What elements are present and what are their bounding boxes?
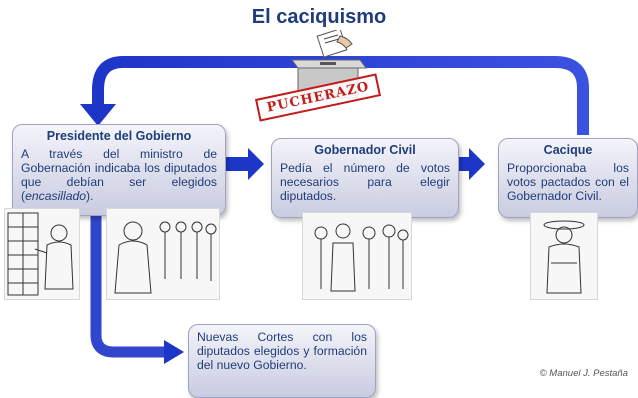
cacique-illustration xyxy=(530,212,598,300)
cacique-box: Cacique Proporcionaba los votos pactados… xyxy=(498,138,638,218)
governor-illustration xyxy=(302,212,412,300)
president-box: Presidente del Gobierno A través del min… xyxy=(12,124,226,216)
governor-heading: Gobernador Civil xyxy=(314,143,416,157)
loop-arrow-head xyxy=(80,104,116,126)
credit: © Manuel J. Pestaña xyxy=(539,368,628,379)
governor-box: Gobernador Civil Pedía el número de voto… xyxy=(271,138,459,218)
president-text: A través del ministro de Gobernación ind… xyxy=(21,147,217,203)
cacique-text: Proporcionaba los votos pactados con el … xyxy=(507,161,629,203)
president-heading: Presidente del Gobierno xyxy=(46,129,192,143)
down-arrow xyxy=(90,205,168,358)
president-illustration xyxy=(4,208,80,300)
arrow-president-to-governor xyxy=(224,148,264,180)
page-title: El caciquismo xyxy=(251,6,387,28)
result-text: Nuevas Cortes con los diputados elegidos… xyxy=(197,330,367,372)
cacique-heading: Cacique xyxy=(543,143,593,157)
politicians-illustration xyxy=(106,208,220,300)
down-arrow-head xyxy=(164,340,184,364)
governor-text: Pedía el número de votos necesarios para… xyxy=(280,161,450,203)
result-box: Nuevas Cortes con los diputados elegidos… xyxy=(188,324,376,398)
